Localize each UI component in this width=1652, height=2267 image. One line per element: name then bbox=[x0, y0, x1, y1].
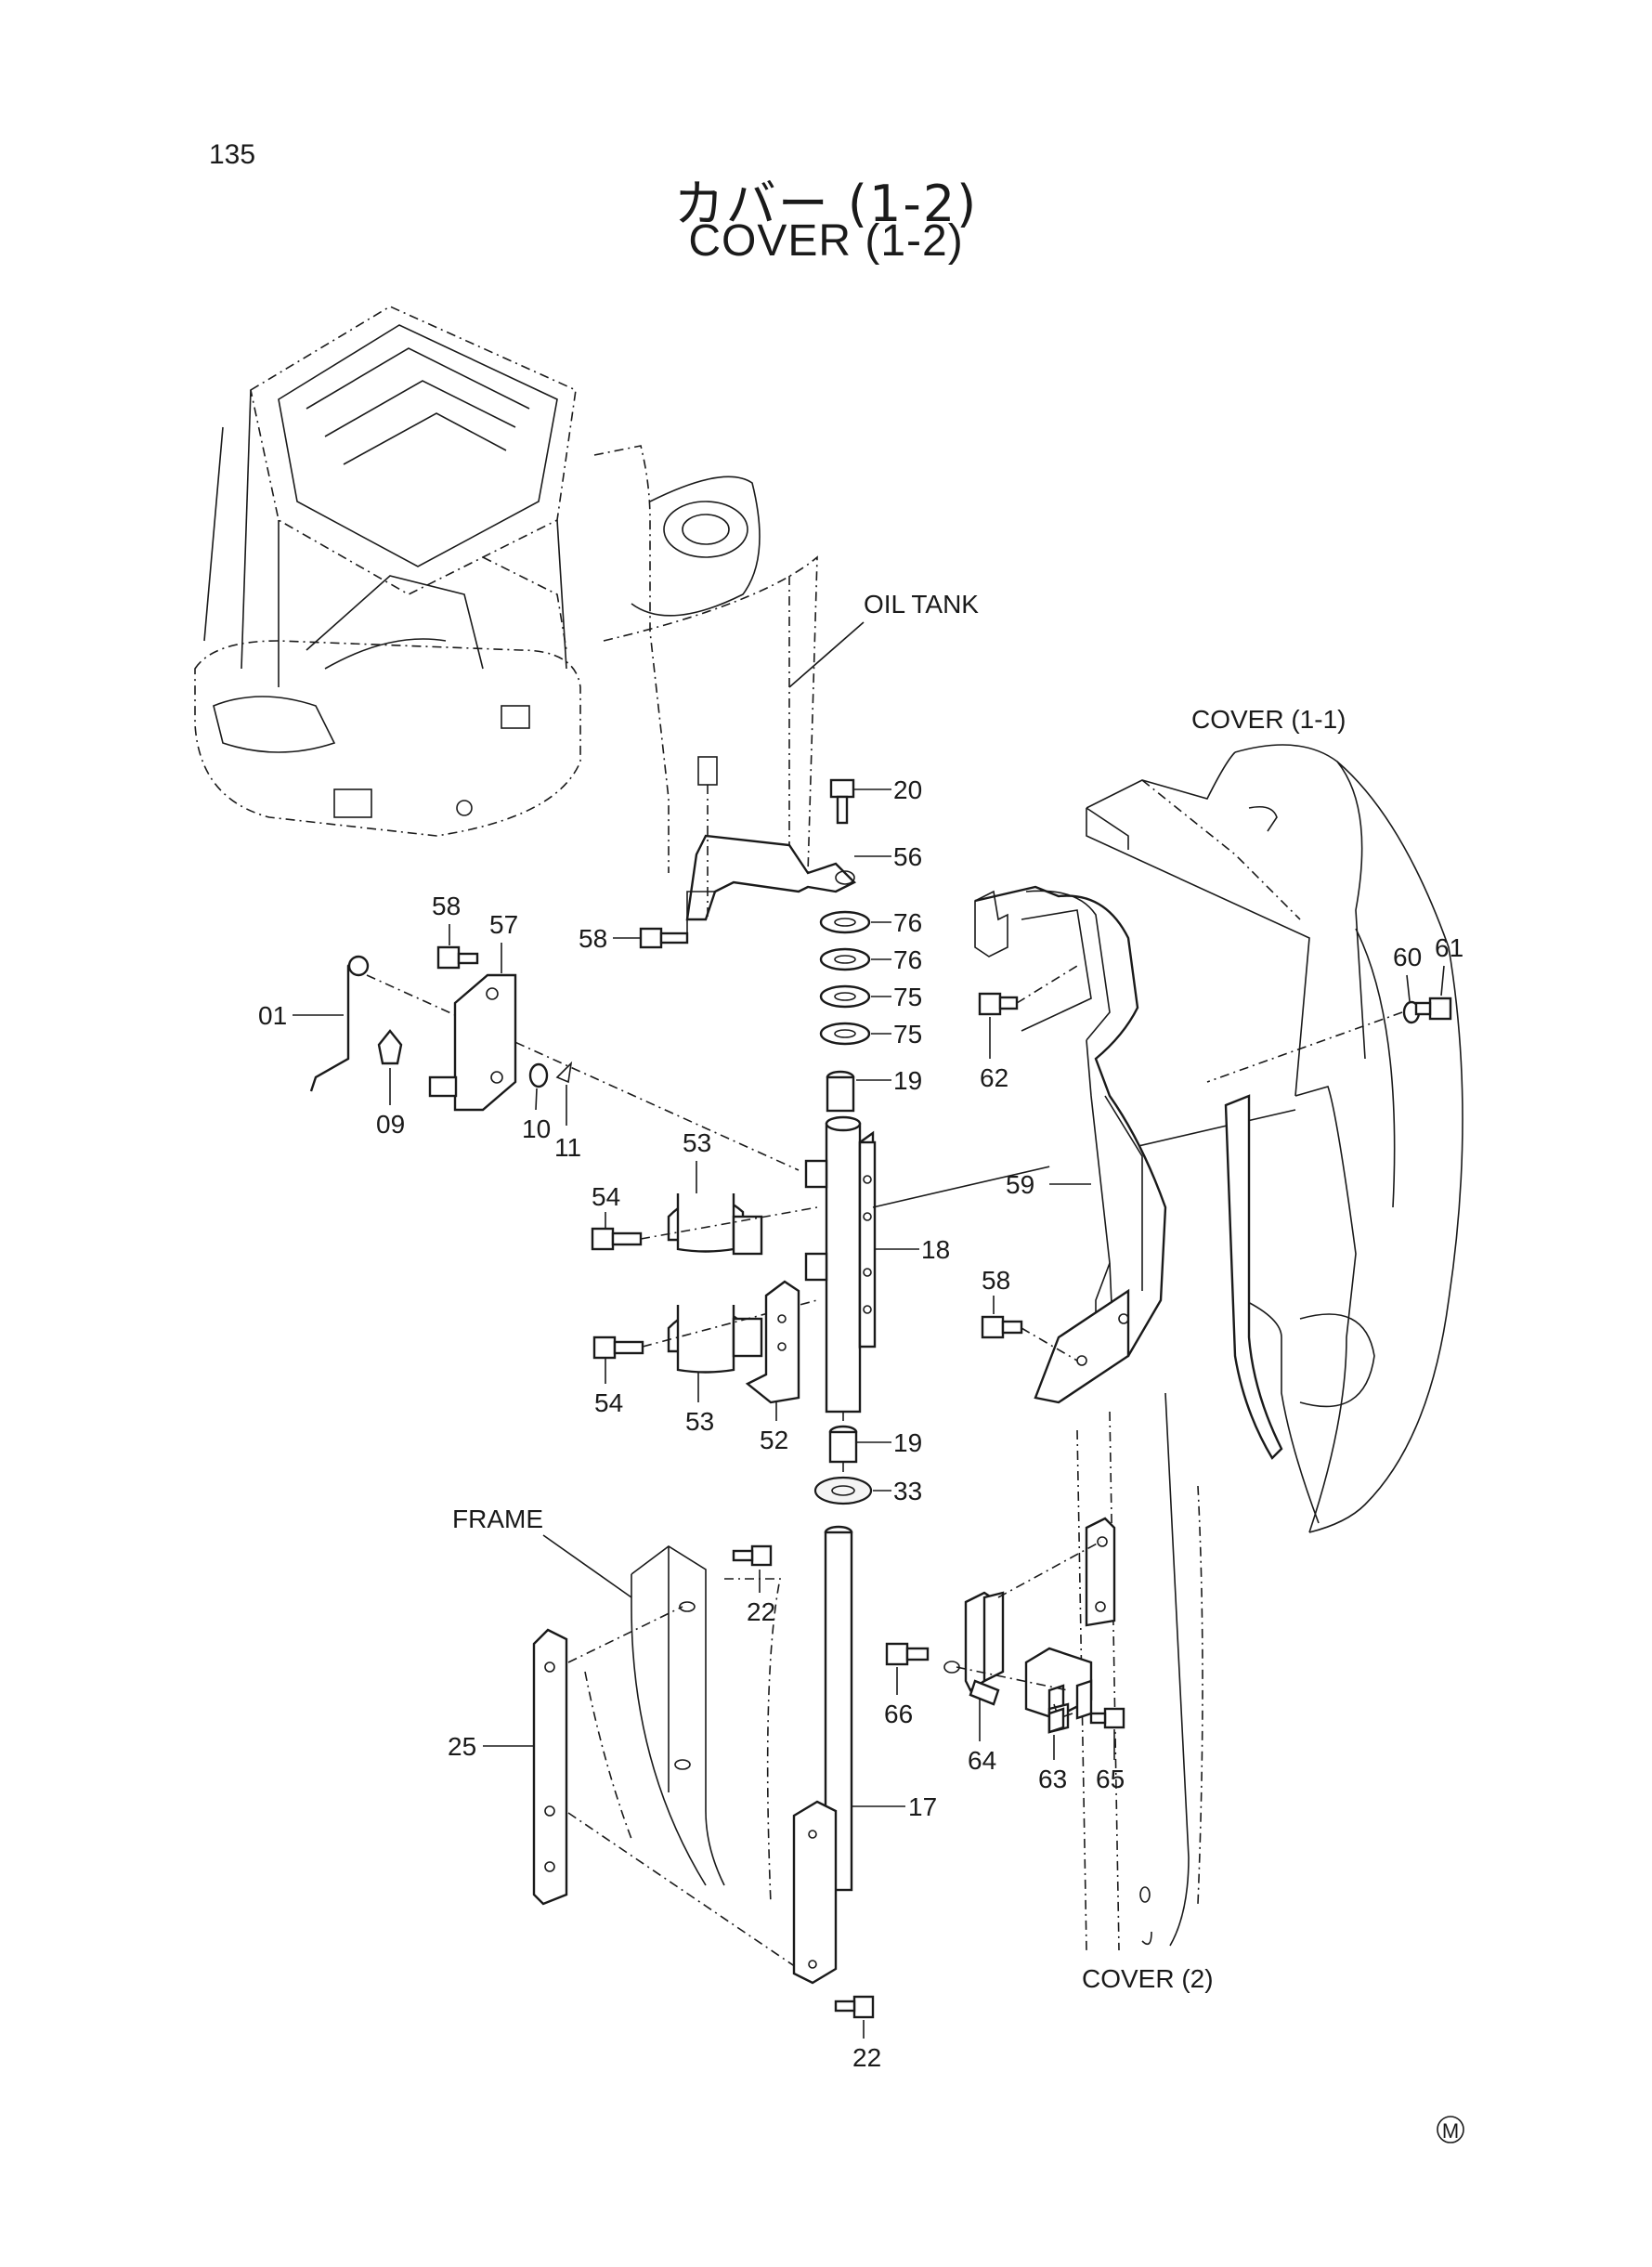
bolt-65 bbox=[1089, 1707, 1125, 1729]
callout-01: 01 bbox=[258, 1001, 287, 1030]
callout-22-upper: 22 bbox=[747, 1597, 775, 1626]
callout-22-lower: 22 bbox=[852, 2043, 881, 2072]
washer-33 bbox=[813, 1476, 873, 1505]
callout-20: 20 bbox=[893, 775, 922, 804]
plate-25 bbox=[532, 1628, 568, 1906]
page-number: 135 bbox=[209, 139, 256, 170]
callout-58-top: 58 bbox=[579, 924, 607, 953]
bolt-20 bbox=[829, 778, 855, 825]
bracket-52 bbox=[745, 1280, 800, 1404]
callout-53-upper: 53 bbox=[683, 1128, 711, 1157]
bushing-19-lower bbox=[828, 1425, 858, 1464]
callout-19-lower: 19 bbox=[893, 1428, 922, 1457]
handle-59 bbox=[974, 885, 1167, 1404]
circled-m-mark: M bbox=[1437, 2116, 1464, 2143]
callout-59: 59 bbox=[1006, 1170, 1034, 1199]
label-cover-1-1: COVER (1-1) bbox=[1191, 705, 1346, 734]
bracket-56 bbox=[685, 834, 857, 921]
callout-19-top: 19 bbox=[893, 1066, 922, 1095]
callout-54-upper: 54 bbox=[592, 1182, 620, 1211]
bolt-54-lower bbox=[592, 1335, 644, 1360]
callout-25: 25 bbox=[448, 1732, 476, 1761]
svg-text:M: M bbox=[1442, 2119, 1459, 2143]
callout-65: 65 bbox=[1096, 1765, 1125, 1793]
page-title: COVER (1-2) bbox=[688, 216, 964, 266]
clamp-53-upper bbox=[667, 1193, 763, 1256]
label-cover-2: COVER (2) bbox=[1082, 1964, 1214, 1993]
callout-54-lower: 54 bbox=[594, 1388, 623, 1417]
callout-63: 63 bbox=[1038, 1765, 1067, 1793]
bolt-58-top bbox=[639, 927, 689, 949]
shaft-17 bbox=[792, 1525, 853, 1985]
bolt-66 bbox=[885, 1642, 930, 1666]
callout-64: 64 bbox=[968, 1746, 996, 1775]
callout-75a: 75 bbox=[893, 983, 922, 1011]
bolt-22-upper bbox=[732, 1544, 773, 1567]
callout-62: 62 bbox=[980, 1063, 1008, 1092]
excavator-overview-illustration bbox=[194, 306, 581, 837]
pin-11 bbox=[555, 1061, 573, 1084]
frame-outline bbox=[584, 1545, 781, 1905]
bolt-58-left bbox=[436, 945, 479, 970]
callout-53-lower: 53 bbox=[685, 1407, 714, 1436]
callout-75b: 75 bbox=[893, 1020, 922, 1049]
washer-10 bbox=[528, 1062, 549, 1088]
bolt-22-lower bbox=[834, 1995, 875, 2019]
bolt-62 bbox=[978, 992, 1019, 1016]
hinge-column-18 bbox=[804, 1115, 877, 1414]
callout-58-left: 58 bbox=[432, 892, 461, 920]
page-title-japanese: カバー (1-2) bbox=[673, 175, 979, 233]
label-frame: FRAME bbox=[452, 1505, 543, 1533]
latch-bracket bbox=[943, 1517, 1116, 1734]
callout-52: 52 bbox=[760, 1426, 788, 1454]
washer-stack bbox=[819, 910, 871, 1113]
nut-63 bbox=[1047, 1707, 1065, 1734]
bolt-54-upper bbox=[591, 1227, 643, 1251]
callout-61: 61 bbox=[1435, 933, 1463, 962]
callout-76b: 76 bbox=[893, 945, 922, 974]
label-oil-tank: OIL TANK bbox=[864, 590, 979, 619]
callout-56: 56 bbox=[893, 842, 922, 871]
bolt-61 bbox=[1414, 997, 1452, 1021]
clip-09 bbox=[377, 1029, 403, 1065]
callout-18: 18 bbox=[921, 1235, 950, 1264]
cover-1-1-outline bbox=[1086, 744, 1463, 1533]
callout-17: 17 bbox=[908, 1792, 937, 1821]
callout-33: 33 bbox=[893, 1477, 922, 1505]
oil-tank-outline bbox=[593, 445, 818, 874]
clamp-53-lower bbox=[667, 1305, 763, 1374]
callout-11: 11 bbox=[554, 1133, 581, 1162]
callout-66: 66 bbox=[884, 1700, 913, 1728]
callout-57: 57 bbox=[489, 910, 518, 939]
callout-10: 10 bbox=[522, 1114, 551, 1143]
rod-01 bbox=[309, 960, 354, 1092]
callout-60: 60 bbox=[1393, 943, 1422, 971]
cover-2-outline bbox=[1076, 1392, 1203, 1951]
bolt-58-right bbox=[981, 1315, 1023, 1339]
callout-58-right: 58 bbox=[982, 1266, 1010, 1295]
callout-09: 09 bbox=[376, 1110, 405, 1139]
callout-76a: 76 bbox=[893, 908, 922, 937]
